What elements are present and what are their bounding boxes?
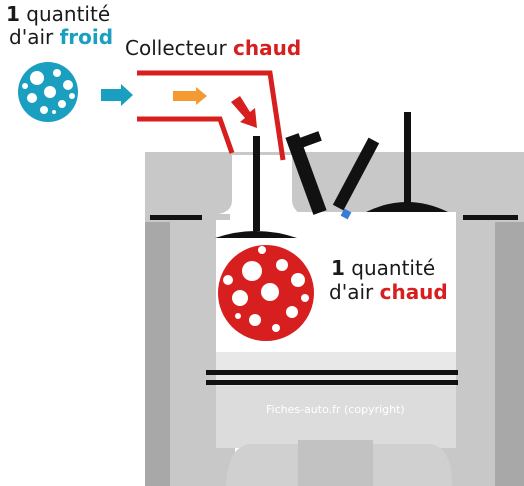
- arrow-down-right-icon: [231, 96, 257, 128]
- hot-air-label-line1: 1 quantité: [331, 258, 435, 278]
- intake-valve-head: [215, 231, 297, 238]
- manifold-lower-pipe: [137, 116, 235, 154]
- hot-air-prefix: d'air: [329, 280, 374, 304]
- hot-air-keyword: chaud: [379, 280, 448, 304]
- piston-ring-1: [206, 370, 458, 375]
- rod-shank: [298, 440, 373, 486]
- piston-ring-2: [206, 380, 458, 385]
- cold-air-quantity-word: quantité: [26, 2, 111, 26]
- deck-line-left: [150, 215, 202, 220]
- block-shadow-left: [145, 222, 170, 486]
- exhaust-valve-head: [366, 202, 448, 212]
- arrow-right-icon: [101, 84, 133, 106]
- manifold-label: Collecteur chaud: [125, 38, 301, 58]
- cold-air-number: 1: [6, 2, 20, 26]
- manifold-label-text: Collecteur: [125, 36, 227, 60]
- block-shadow-right: [495, 222, 524, 486]
- injector-cap: [290, 131, 322, 151]
- cold-air-label-line2: d'air froid: [9, 27, 113, 47]
- deck-line-right: [463, 215, 518, 220]
- spark-plug: [332, 137, 380, 211]
- cold-air-label-line1: 1 quantité: [6, 4, 110, 24]
- exhaust-valve-stem: [404, 112, 411, 212]
- hot-air-ball-icon: [218, 245, 314, 341]
- manifold-label-keyword: chaud: [233, 36, 302, 60]
- cold-air-keyword: froid: [59, 25, 114, 49]
- intake-valve-stem: [253, 136, 260, 231]
- hot-air-quantity-word: quantité: [351, 256, 436, 280]
- copyright-text: Fiches-auto.fr (copyright): [266, 403, 405, 416]
- cold-air-ball-icon: [18, 62, 78, 122]
- injector: [285, 133, 327, 215]
- manifold-upper-pipe: [137, 70, 286, 161]
- spark-plug-tip: [340, 208, 352, 220]
- hot-air-label-line2: d'air chaud: [329, 282, 448, 302]
- hot-air-number: 1: [331, 256, 345, 280]
- arrow-right-icon: [173, 87, 207, 105]
- cold-air-prefix: d'air: [9, 25, 54, 49]
- piston-skirt-shade: [216, 386, 456, 448]
- chamber-top: [230, 212, 456, 222]
